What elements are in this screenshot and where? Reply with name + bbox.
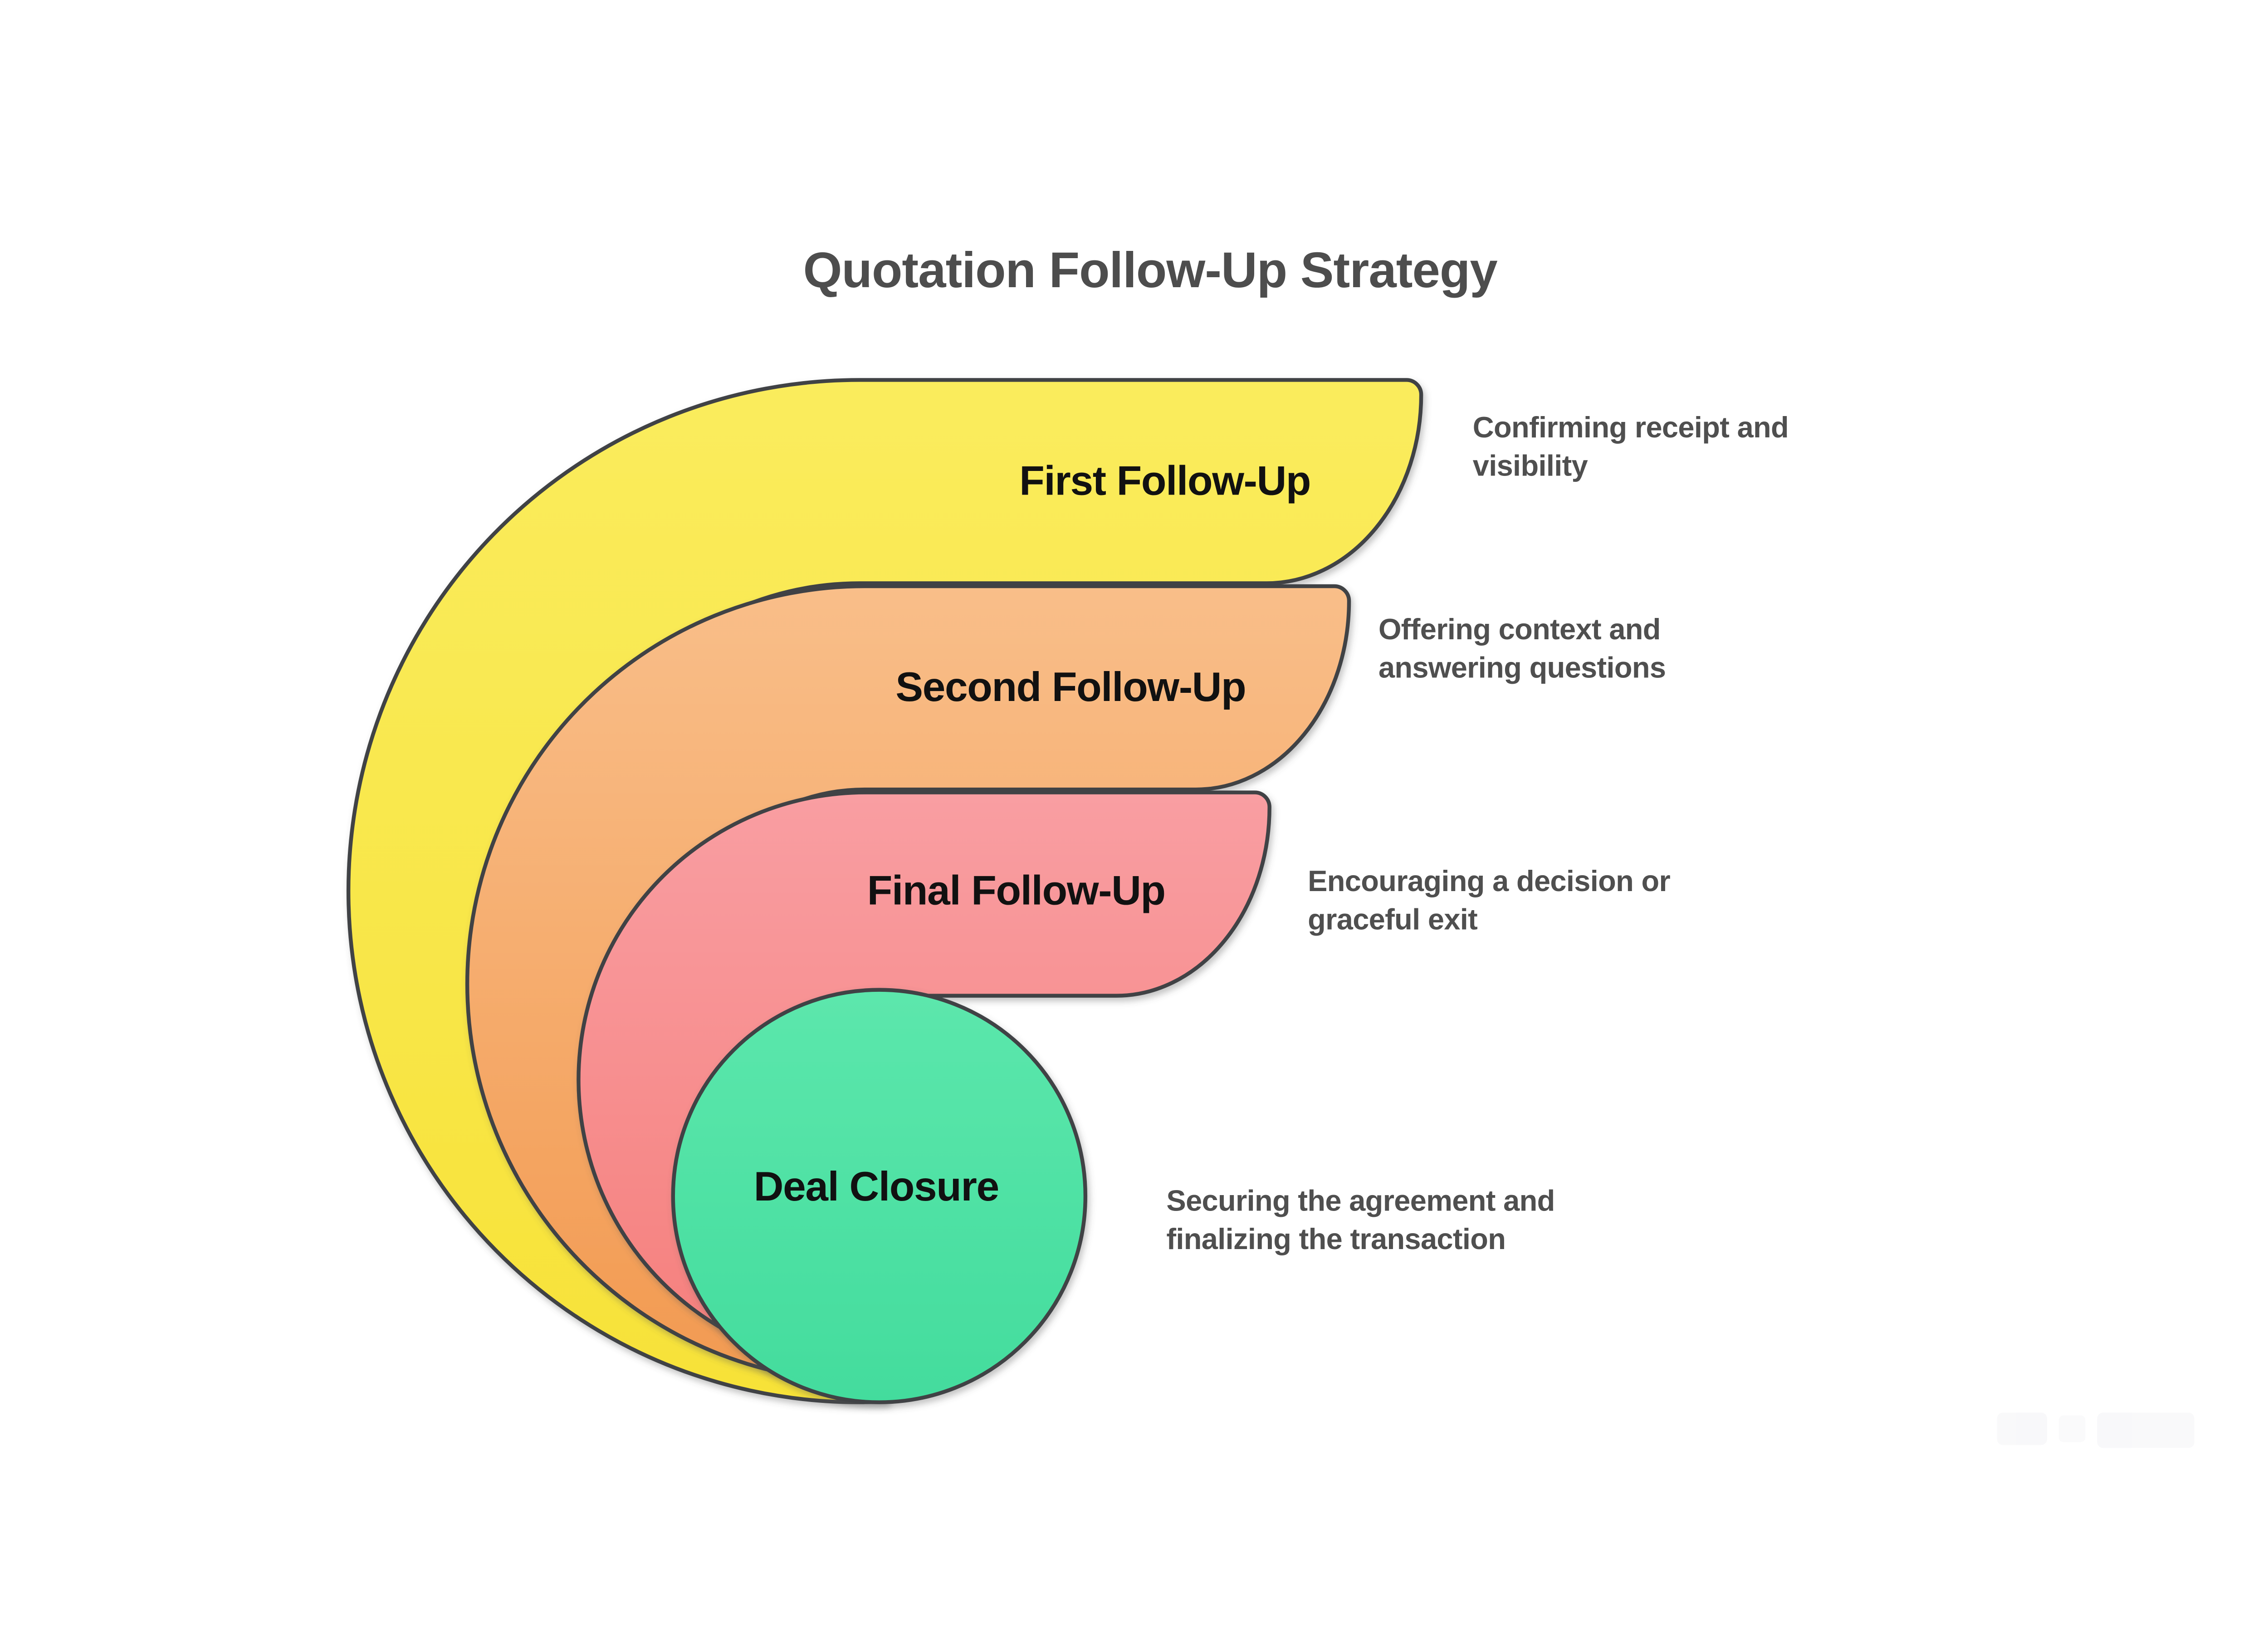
stage-label-final-follow-up: Final Follow-Up (867, 867, 1165, 913)
stage-label-first-follow-up: First Follow-Up (1019, 458, 1310, 504)
stage-description-second-follow-up: Offering context and answering questions (1378, 613, 1666, 684)
stage-shape-deal-closure (671, 988, 1088, 1404)
stage-description-final-follow-up: Encouraging a decision or graceful exit (1308, 864, 1671, 936)
stage-description-line: answering questions (1378, 651, 1666, 684)
stage-description-line: Encouraging a decision or (1308, 864, 1670, 897)
stage-description-line: Securing the agreement and (1166, 1184, 1554, 1217)
stage-description-line: Offering context and (1378, 613, 1661, 646)
stage-description-line: finalizing the transaction (1166, 1222, 1505, 1255)
stage-description-first-follow-up: Confirming receipt and visibility (1473, 411, 1789, 482)
stage-description-deal-closure: Securing the agreement and finalizing th… (1166, 1184, 1555, 1255)
stage-description-line: Confirming receipt and (1473, 411, 1789, 444)
page-title: Quotation Follow-Up Strategy (803, 242, 1498, 298)
stage-description-line: graceful exit (1308, 902, 1477, 936)
stage-description-line: visibility (1473, 449, 1588, 482)
stage-label-deal-closure: Deal Closure (754, 1164, 999, 1210)
watermark (1997, 1412, 2195, 1448)
stage-label-second-follow-up: Second Follow-Up (895, 664, 1246, 710)
